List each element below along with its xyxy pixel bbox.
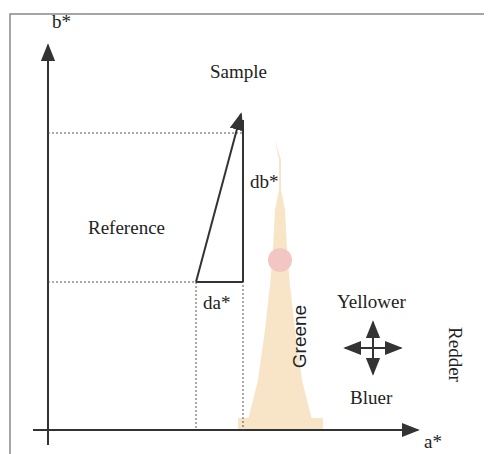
difference-label: db* bbox=[250, 172, 279, 191]
direction-label: Bluer bbox=[350, 388, 392, 407]
watermark-spire bbox=[238, 140, 323, 430]
point-name: Reference bbox=[88, 218, 165, 237]
point-name: Sample bbox=[210, 62, 267, 81]
direction-label: Redder bbox=[446, 327, 465, 382]
a-axis bbox=[33, 429, 418, 431]
frame bbox=[10, 14, 484, 454]
axis-name: b* bbox=[52, 12, 71, 31]
direction-label: Greene bbox=[291, 304, 310, 367]
b-axis bbox=[47, 45, 49, 445]
direction-cross bbox=[345, 322, 401, 374]
difference-label: da* bbox=[203, 293, 230, 312]
direction-label: Yellower bbox=[337, 292, 406, 311]
difference-triangle bbox=[196, 114, 243, 282]
guide-lines bbox=[48, 133, 243, 430]
axis-name: a* bbox=[424, 432, 442, 451]
